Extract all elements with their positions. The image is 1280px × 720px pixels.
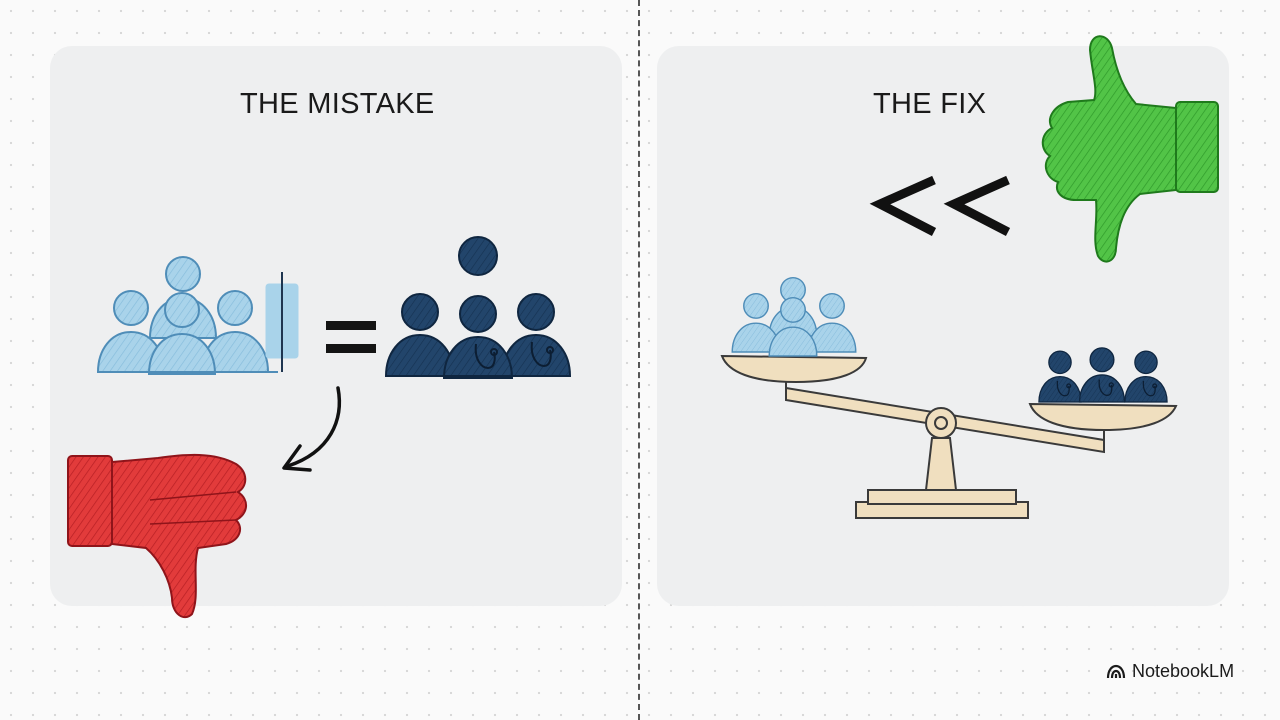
mistake-title: THE MISTAKE — [240, 88, 435, 120]
notebooklm-brand: NotebookLM — [1106, 658, 1234, 684]
brand-name: NotebookLM — [1132, 660, 1235, 681]
doctor-group — [385, 236, 571, 379]
curved-arrow — [286, 386, 341, 468]
fix-title: THE FIX — [873, 88, 987, 120]
balance-scale — [720, 354, 1178, 519]
notebooklm-logo-icon — [1106, 664, 1126, 679]
less-than-signs — [869, 175, 1011, 236]
scroll-icon — [265, 272, 299, 372]
lay-group-on-scale — [731, 276, 857, 357]
thumbs-down-icon — [67, 453, 247, 619]
center-divider — [638, 0, 640, 720]
lay-group — [97, 256, 278, 375]
equals-icon — [326, 321, 376, 353]
doctor-group-on-scale — [1038, 347, 1168, 403]
arrow-head — [282, 444, 312, 472]
thumbs-up-icon — [1041, 35, 1219, 263]
